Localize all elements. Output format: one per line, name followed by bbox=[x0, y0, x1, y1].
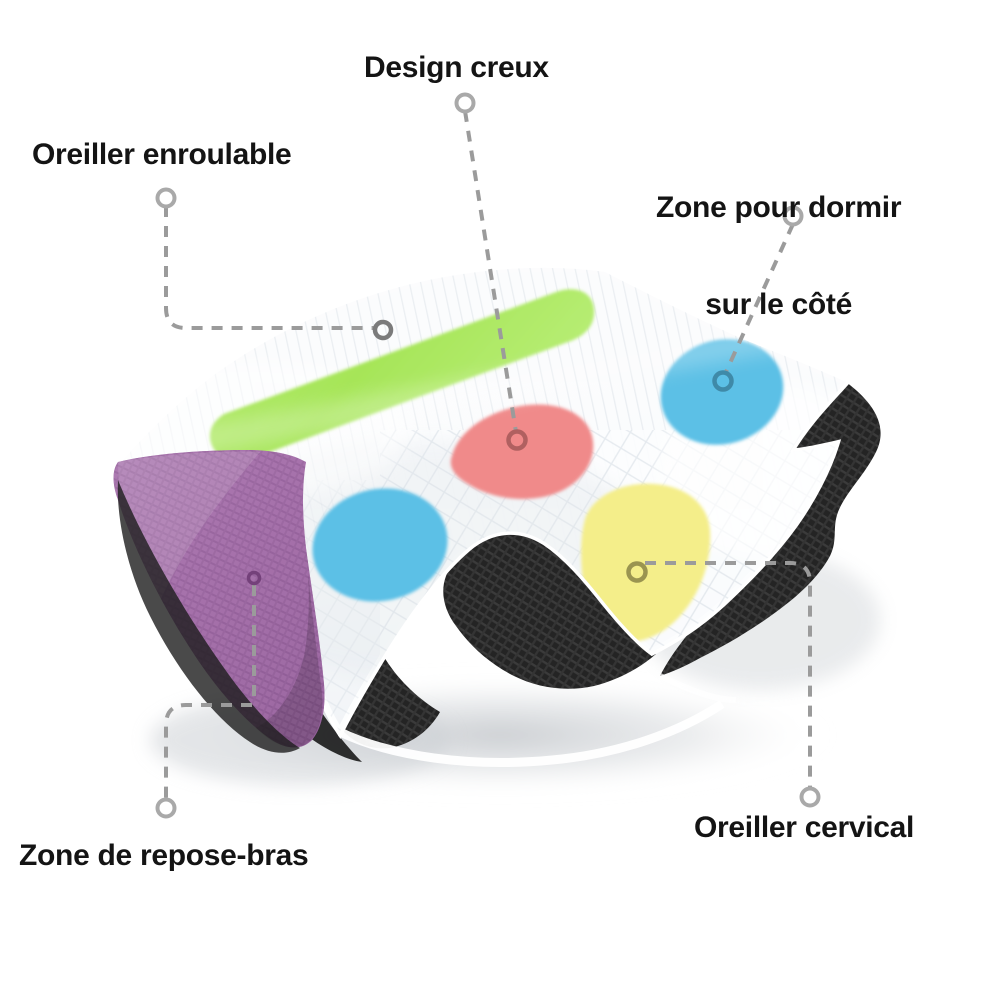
callout-label-cote-line1: Zone pour dormir bbox=[656, 190, 902, 224]
callout-label-oreiller-cervical: Oreiller cervical bbox=[694, 811, 915, 844]
callout-label-zone-repose-bras: Zone de repose-bras bbox=[19, 839, 309, 872]
purple-armrest-wing bbox=[113, 450, 325, 753]
zone-blue-left bbox=[312, 488, 448, 602]
callout-label-oreiller-enroulable: Oreiller enroulable bbox=[32, 138, 292, 171]
callout-label-design-creux: Design creux bbox=[364, 51, 549, 84]
callout-label-cote-line2: sur le côté bbox=[705, 287, 852, 321]
callout-label-zone-dormir-sur-le-cote: Zone pour dormir sur le côté bbox=[656, 127, 902, 386]
